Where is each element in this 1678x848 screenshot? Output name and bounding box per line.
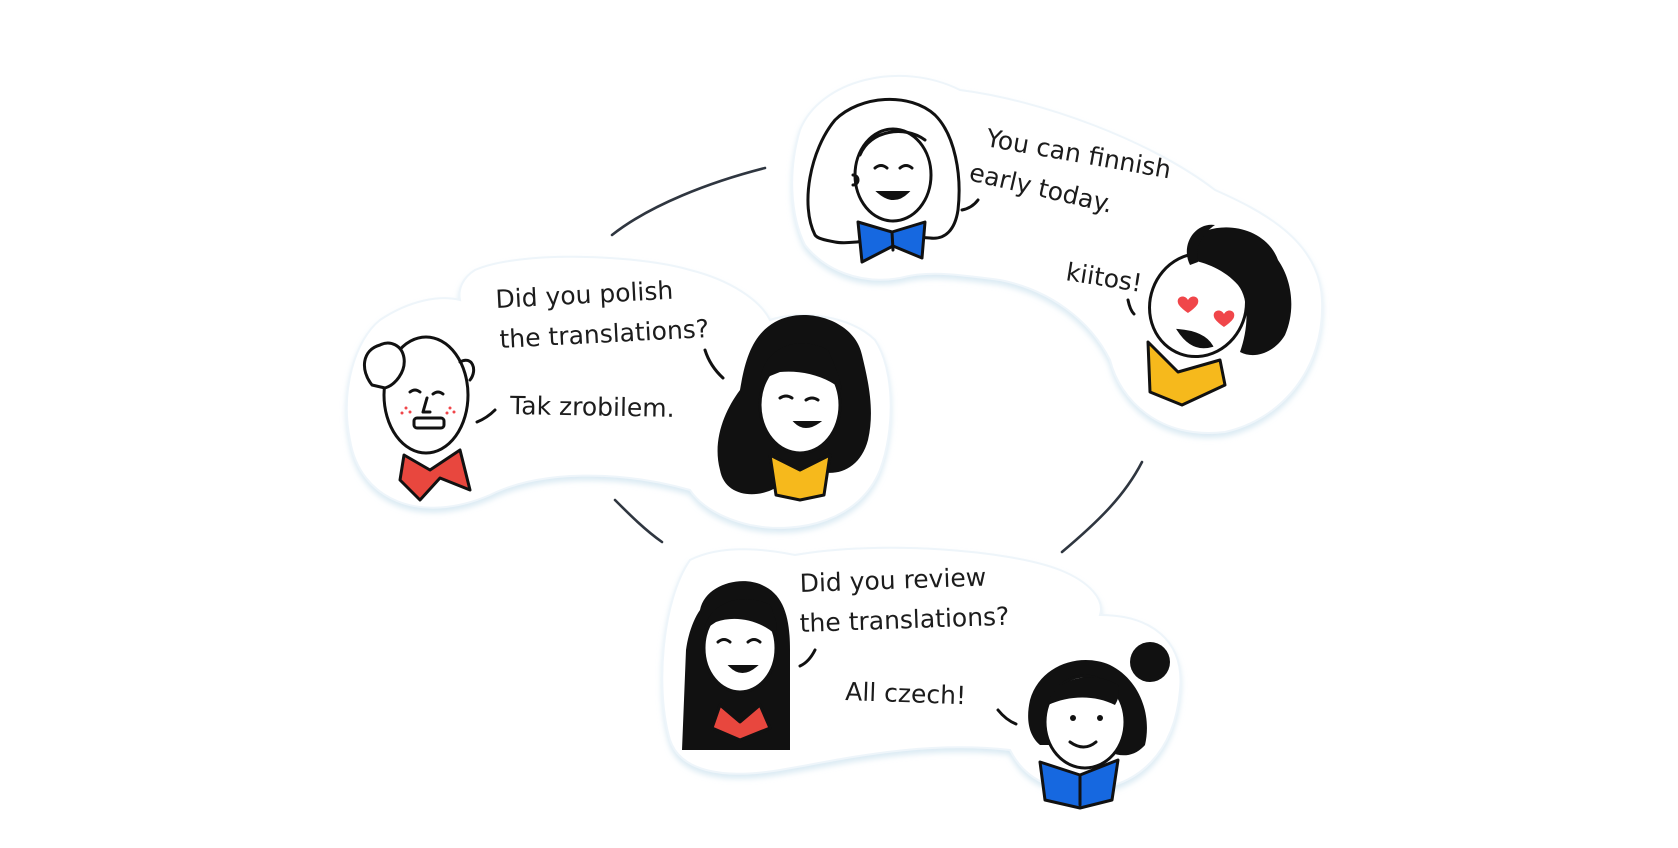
sticker-left: Did you polish the translations? Tak zro…: [345, 255, 892, 529]
long-hair-woman-collar: [710, 703, 772, 742]
speech-long-hair-woman-line1: Did you review: [799, 563, 986, 598]
bun-hair-woman-avatar: [1028, 642, 1170, 810]
sticker-bottom: Did you review the translations? All cze…: [661, 546, 1182, 810]
curly-woman-collar: [768, 453, 832, 502]
speech-tick: [960, 198, 980, 212]
connector-right-bottom: [1060, 460, 1144, 554]
speech-tick: [703, 348, 725, 380]
speech-tick: [1126, 298, 1136, 316]
heart-eyes-man-avatar: [1146, 224, 1292, 407]
connector-top-left: [610, 166, 767, 237]
blonde-woman-avatar: [806, 97, 961, 264]
heart-eyes-man-collar: [1146, 340, 1227, 407]
bald-man-collar: [398, 448, 472, 502]
heart-eye-right-icon: [1213, 310, 1235, 327]
heart-eye-left-icon: [1177, 296, 1199, 313]
speech-bun-woman: All czech!: [845, 677, 967, 710]
speech-tick: [996, 708, 1018, 726]
connector-left-bottom: [613, 498, 664, 544]
speech-tick: [798, 648, 817, 668]
curly-hair-woman-avatar: [717, 314, 871, 502]
connector-lines: [610, 166, 1144, 554]
long-hair-woman-avatar: [682, 581, 790, 750]
speech-bald-man: Tak zrobilem.: [509, 391, 675, 423]
speech-tick: [475, 408, 497, 424]
bald-man-avatar: [363, 335, 476, 502]
